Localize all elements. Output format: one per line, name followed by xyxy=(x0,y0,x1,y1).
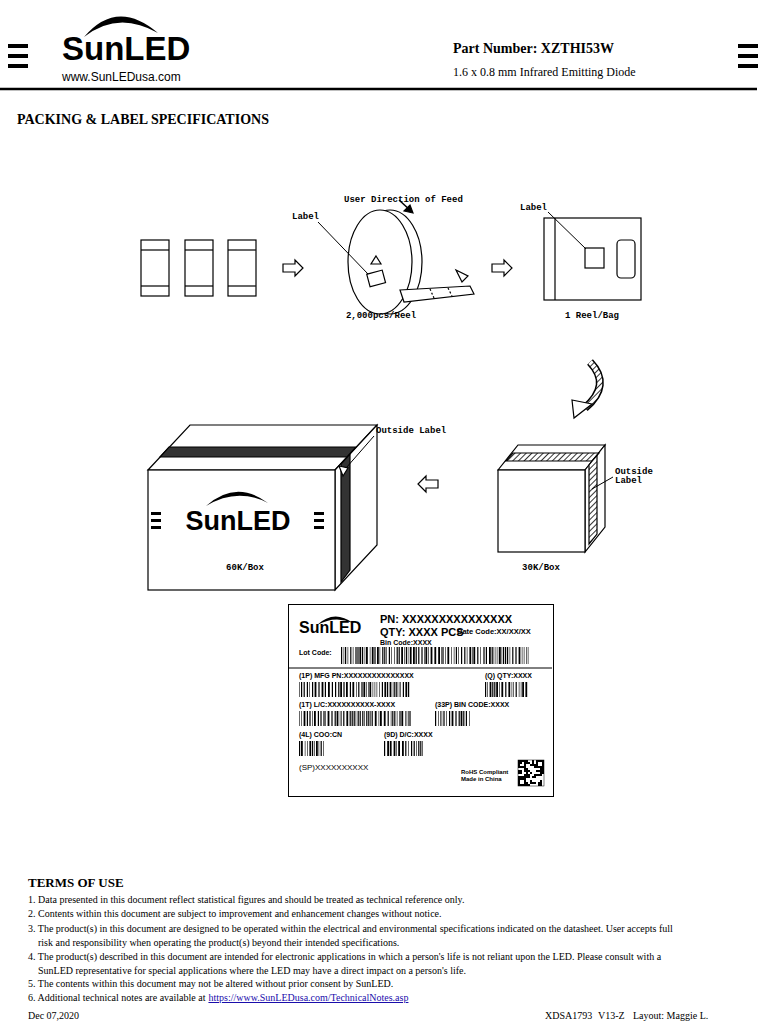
reel-label-callout: Label xyxy=(292,212,319,222)
box-quantity: 60K/Box xyxy=(226,563,264,573)
bag-quantity: 1 Reel/Bag xyxy=(565,311,619,321)
outside-label-callout: Outside Label xyxy=(376,426,446,436)
led-chips xyxy=(141,240,256,296)
barcode-caption: (1P) MFG PN:XXXXXXXXXXXXXXX xyxy=(299,672,414,680)
lot-code-field: Lot Code: xyxy=(299,649,332,657)
barcode-caption: (4L) COO:CN xyxy=(299,731,342,739)
label-card: SunLED PN: XXXXXXXXXXXXXXXQTY: XXXX PCSDa… xyxy=(288,604,554,797)
serial-field: (SP)XXXXXXXXXX xyxy=(299,763,368,772)
curved-arrow xyxy=(572,362,600,418)
box-logo: SunLED xyxy=(186,506,291,537)
terms-item: 3. The product(s) in this document are d… xyxy=(28,922,688,950)
date-code-field: Date Code:XX/XX/XX xyxy=(457,628,531,637)
terms-item: 1. Data presented in this document refle… xyxy=(28,894,464,906)
layout-credit: Layout: Maggie L. xyxy=(633,1010,708,1022)
bag xyxy=(544,212,641,300)
feed-direction: User Direction of Feed xyxy=(344,195,463,205)
brand-logo: SunLED xyxy=(62,30,190,68)
barcode-caption: (Q) QTY:XXXX xyxy=(485,672,532,680)
box-60k xyxy=(148,425,377,590)
terms-link: https://www.SunLEDusa.com/TechnicalNotes… xyxy=(208,992,408,1004)
box-logo-arc xyxy=(206,492,268,506)
reel-quantity: 2,000pcs/Reel xyxy=(346,311,416,321)
part-number: Part Number: XZTHI53W xyxy=(453,41,614,57)
doc-number: XDSA1793 xyxy=(545,1010,592,1022)
terms-heading: TERMS OF USE xyxy=(28,876,124,891)
footer-date: Dec 07,2020 xyxy=(28,1010,79,1022)
bin-code-field: Bin Code:XXXX xyxy=(380,639,432,647)
part-number-field: PN: XXXXXXXXXXXXXXX xyxy=(380,613,512,626)
section-title: PACKING & LABEL SPECIFICATIONS xyxy=(17,112,269,128)
part-description: 1.6 x 0.8 mm Infrared Emitting Diode xyxy=(453,66,636,80)
website: www.SunLEDusa.com xyxy=(62,71,181,85)
reel xyxy=(318,200,474,314)
bag-label-callout: Label xyxy=(520,203,547,213)
barcode-caption: (1T) L/C:XXXXXXXXXX-XXXX xyxy=(299,701,395,709)
terms-item: 6. Additional technical notes are availa… xyxy=(28,992,205,1004)
barcode-caption: (33P) BIN CODE:XXXX xyxy=(435,701,509,709)
compliance-note: RoHS Compliant Made in China xyxy=(461,769,511,782)
terms-item: 2. Contents within this document are sub… xyxy=(28,908,442,920)
box-30k xyxy=(498,445,613,552)
barcode-caption: (9D) D/C:XXXX xyxy=(384,731,433,739)
header-rule xyxy=(0,88,757,91)
quantity-field: QTY: XXXX PCS xyxy=(380,626,464,639)
box-quantity: 30K/Box xyxy=(522,563,560,573)
card-logo: SunLED xyxy=(299,619,361,637)
terms-item: 4. The product(s) described in this docu… xyxy=(28,950,688,978)
terms-item: 5. The contents within this document may… xyxy=(28,978,393,990)
revision: V13-Z xyxy=(598,1010,625,1022)
outside-label-callout: Outside Label xyxy=(615,468,663,487)
